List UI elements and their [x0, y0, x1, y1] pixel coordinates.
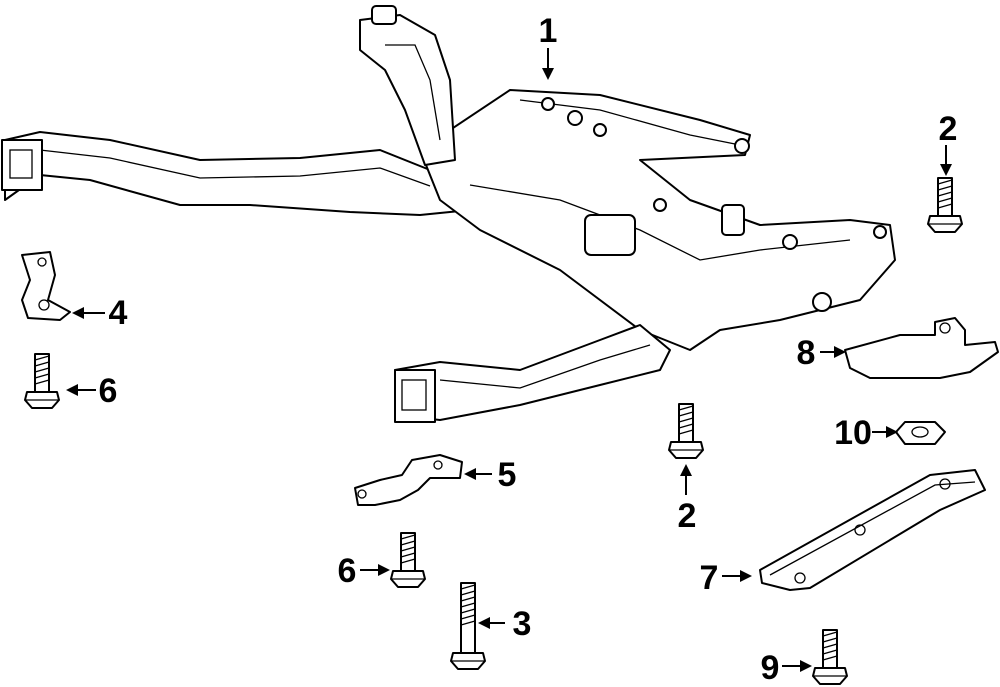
plate-7-part	[759, 469, 986, 591]
callout-2-lower: 2	[678, 497, 697, 535]
bracket-4-part	[21, 251, 71, 321]
callout-7: 7	[700, 559, 719, 597]
callout-5: 5	[498, 456, 517, 494]
callout-2-upper: 2	[939, 110, 958, 148]
callout-9: 9	[761, 649, 780, 687]
callout-8: 8	[797, 334, 816, 372]
bolt-3-part	[450, 582, 486, 670]
bolt-9-part	[812, 629, 848, 685]
bracket-8-part	[844, 317, 999, 379]
bolt-2-lower-part	[668, 403, 704, 459]
callout-3: 3	[513, 605, 532, 643]
leader-arrows	[66, 48, 952, 672]
callout-10: 10	[834, 414, 872, 452]
bolt-6-left-part	[24, 353, 60, 409]
bracket-5-part	[354, 454, 463, 506]
nut-10-part	[895, 421, 946, 445]
callout-6-bottom: 6	[338, 552, 357, 590]
callout-4: 4	[109, 294, 128, 332]
bolt-2-upper-part	[927, 177, 963, 233]
subframe-part	[1, 5, 896, 423]
callout-6-left: 6	[99, 372, 118, 410]
bolt-6-bottom-part	[390, 532, 426, 588]
callout-1: 1	[539, 12, 558, 50]
